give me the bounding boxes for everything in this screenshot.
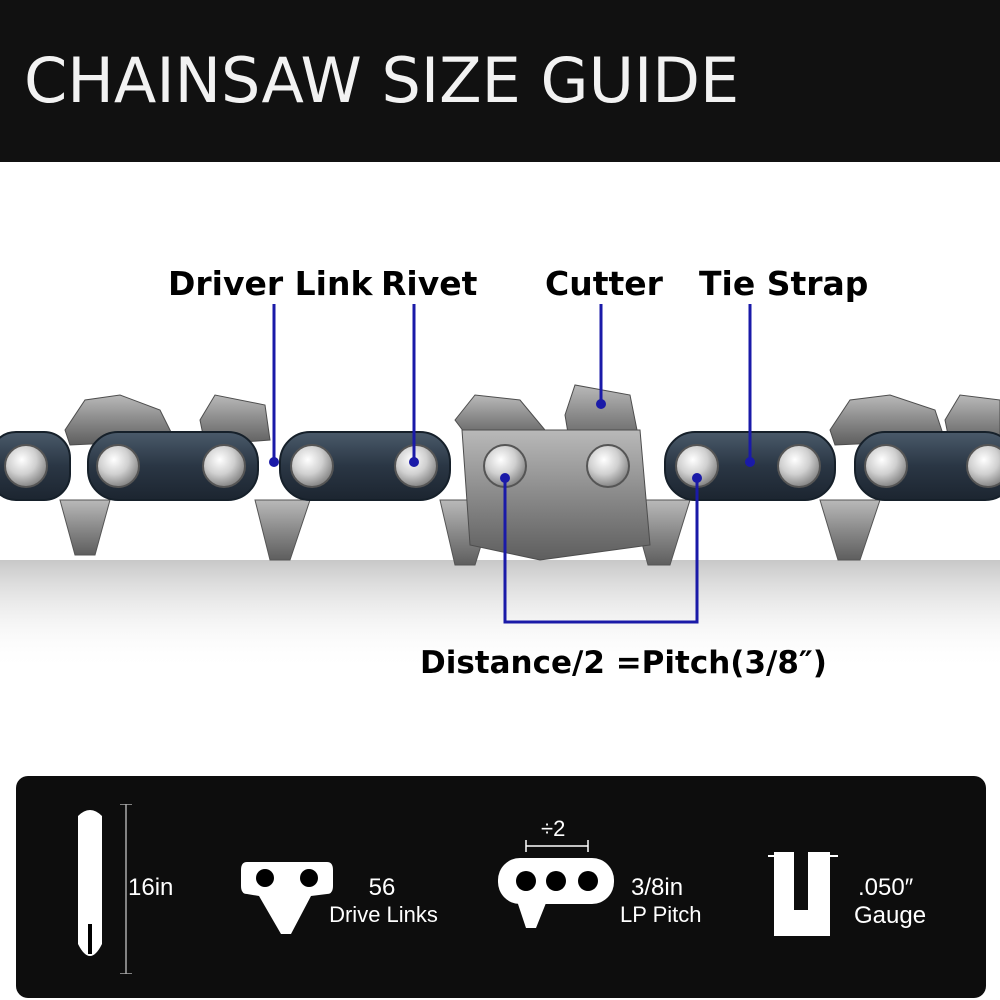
gauge-icon <box>768 852 838 936</box>
label-cutter: Cutter <box>545 264 663 303</box>
title-banner: CHAINSAW SIZE GUIDE <box>0 0 1000 162</box>
pitch-value: 3/8in <box>631 874 684 901</box>
pitch-icon <box>498 840 614 928</box>
drive-links-count: 56 <box>368 874 396 901</box>
pitch-label: LP Pitch <box>620 902 702 927</box>
label-pitch-formula: Distance/2 =Pitch(3/8″) <box>420 645 827 681</box>
label-rivet: Rivet <box>381 264 478 303</box>
label-tie-strap: Tie Strap <box>699 264 869 303</box>
drive-link-icon <box>241 862 333 934</box>
spec-panel: 16in 56 Drive Links ÷2 3/8in LP Pitch .0… <box>16 776 986 998</box>
label-driver-link: Driver Link <box>168 264 373 303</box>
gauge-label: Gauge <box>854 902 927 929</box>
pitch-divisor: ÷2 <box>541 816 566 841</box>
rivets <box>4 444 1000 488</box>
callout-dots <box>269 399 755 483</box>
chain-reflection <box>0 560 1000 670</box>
chain-illustration <box>0 304 1000 670</box>
gauge-value: .050″ <box>858 874 914 901</box>
drive-links-label: Drive Links <box>329 902 438 927</box>
guide-bar-icon <box>78 804 132 974</box>
page-title: CHAINSAW SIZE GUIDE <box>24 44 740 117</box>
bar-length-value: 16in <box>128 874 174 901</box>
callout-lines <box>272 304 752 624</box>
